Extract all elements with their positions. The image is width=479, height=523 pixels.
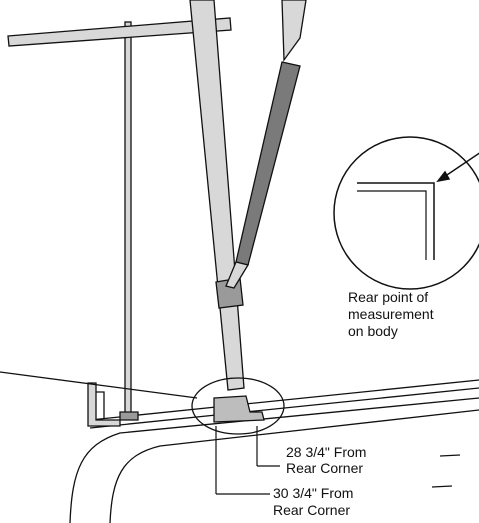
main-strut <box>189 0 245 391</box>
body-bracket <box>87 382 121 427</box>
leader-line <box>0 371 198 399</box>
measure-label-30: 30 3/4" From Rear Corner <box>273 485 357 518</box>
measure-label-28: 28 3/4" From Rear Corner <box>286 444 370 476</box>
vertical-support-rod <box>119 21 139 421</box>
highlight-ellipse <box>191 377 285 435</box>
dimension-lines <box>215 426 461 495</box>
truck-body-outline <box>69 379 479 523</box>
cross-bar <box>7 17 232 47</box>
callout-caption: Rear point of measurement on body <box>348 289 437 339</box>
gas-spring <box>225 0 307 289</box>
detail-callout <box>333 136 479 290</box>
strut-mounting-foot <box>213 395 265 423</box>
